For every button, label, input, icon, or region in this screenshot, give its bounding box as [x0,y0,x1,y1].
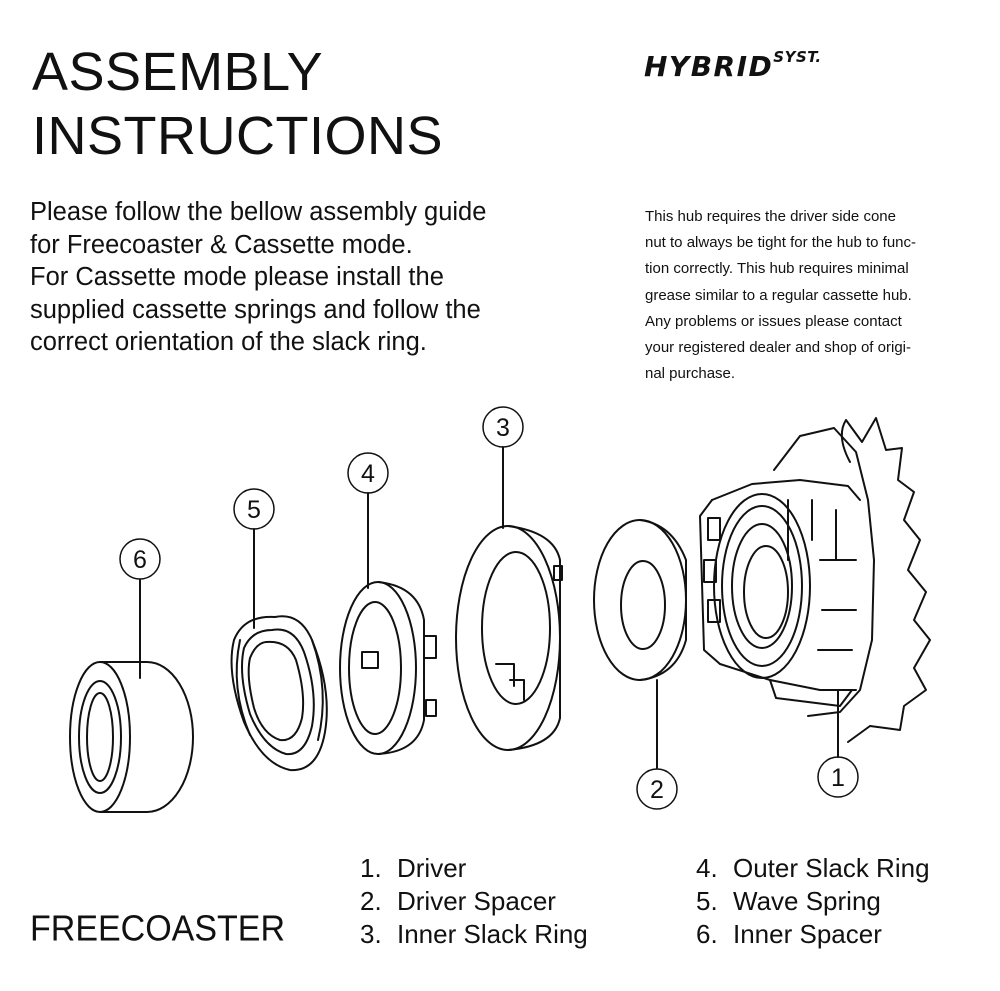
part-number: 6. [696,919,718,949]
svg-text:5: 5 [247,496,261,524]
part-name: Driver [397,853,467,883]
parts-list-left: 1. Driver 2. Driver Spacer 3. Inner Slack R… [360,852,588,951]
title-line-1: ASSEMBLY [32,42,324,102]
notice-line: your registered dealer and shop of origi… [645,339,911,357]
notice-line: nut to always be tight for the hub to fu… [645,234,916,252]
intro-line: For Cassette mode please install the [30,263,444,291]
inner-slack-ring-part [455,525,563,751]
part-number: 1. [360,853,382,883]
wave-spring-part [230,615,328,772]
notice-line: grease similar to a regular cassette hub… [645,286,912,304]
svg-text:4: 4 [361,460,375,488]
brand-logo: HYBRIDSYST. [644,47,822,83]
notice-line: Any problems or issues please contact [645,312,902,330]
notice-line: tion correctly. This hub requires minima… [645,260,909,278]
logo-main: HYBRID [644,50,774,83]
part-name: Outer Slack Ring [733,853,930,883]
parts-list-item: 6. Inner Spacer [696,918,930,951]
part-name: Driver Spacer [397,886,556,916]
parts-list-item: 3. Inner Slack Ring [360,918,588,951]
intro-line: correct orientation of the slack ring. [30,328,427,356]
part-number: 3. [360,919,382,949]
callout-3: 3 [482,406,524,448]
part-number: 5. [696,886,718,916]
page-title: ASSEMBLY INSTRUCTIONS [32,40,443,168]
notice-line: nal purchase. [645,365,736,383]
logo-sup: SYST. [773,47,822,66]
notice-line: This hub requires the driver side cone [645,208,896,225]
svg-text:3: 3 [496,414,510,442]
driver-part [699,417,931,743]
inner-spacer-part [69,661,194,813]
svg-text:2: 2 [650,776,664,804]
parts-list-right: 4. Outer Slack Ring 5. Wave Spring 6. Inner… [696,852,930,951]
mode-label: FREECOASTER [30,909,286,949]
parts-list-item: 1. Driver [360,852,588,885]
intro-line: supplied cassette springs and follow the [30,295,481,324]
intro-text: Please follow the bellow assembly guide … [30,196,590,359]
part-number: 2. [360,886,382,916]
callout-5: 5 [233,488,275,530]
callout-4: 4 [347,452,389,494]
callout-1: 1 [817,756,859,798]
part-name: Inner Slack Ring [397,919,588,949]
svg-text:1: 1 [831,764,845,792]
intro-line: Please follow the bellow assembly guide [30,198,487,226]
callout-2: 2 [636,768,678,810]
notice-text: This hub requires the driver side cone n… [645,204,985,387]
svg-text:6: 6 [133,546,147,574]
parts-list-item: 4. Outer Slack Ring [696,852,930,885]
part-name: Inner Spacer [733,919,882,949]
callout-6: 6 [119,538,161,580]
intro-line: for Freecoaster & Cassette mode. [30,230,413,259]
parts-list-item: 5. Wave Spring [696,885,930,918]
part-number: 4. [696,853,718,883]
driver-spacer-part [593,519,687,681]
part-name: Wave Spring [733,886,881,916]
title-line-2: INSTRUCTIONS [32,106,443,166]
outer-slack-ring-part [339,581,437,755]
parts-list-item: 2. Driver Spacer [360,885,588,918]
